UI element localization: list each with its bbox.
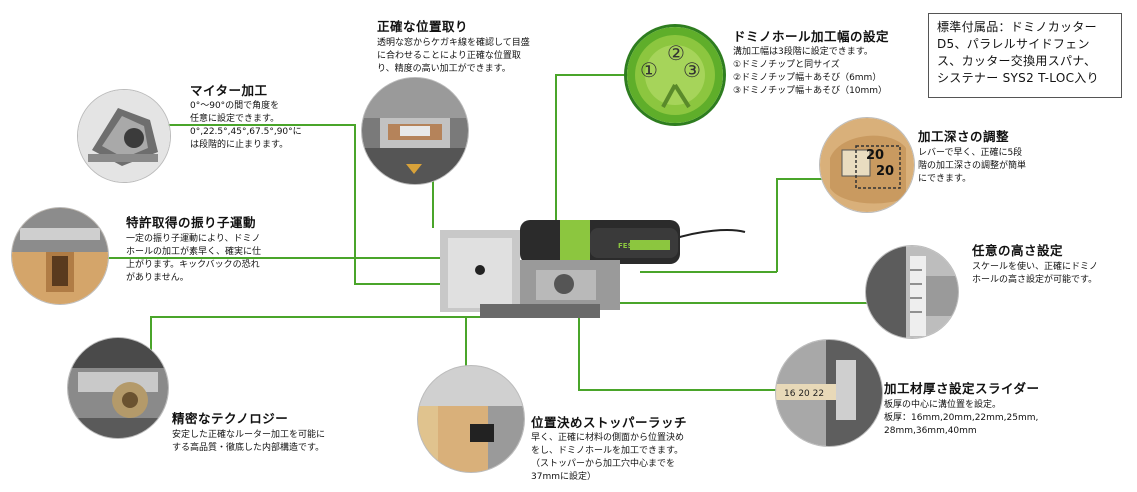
feature-title: マイター加工 xyxy=(190,83,268,98)
connector-line xyxy=(578,302,580,390)
feature-desc-line: 0°～90°の間で角度を xyxy=(190,101,280,111)
feature-miter: マイター加工 0°～90°の間で角度を 任意に設定できます。 0°,22.5°,… xyxy=(190,80,302,152)
feature-desc-line: 28mm,36mm,40mm xyxy=(884,426,977,436)
feature-height: 任意の高さ設定 スケールを使い、正確にドミノ ホールの高さ設定が可能です。 xyxy=(972,240,1098,287)
feature-desc-line: 安定した正確なルーター加工を可能に xyxy=(172,430,326,440)
connector-line xyxy=(354,283,454,285)
width-dial-photo xyxy=(627,27,723,123)
feature-title: 正確な位置取り xyxy=(377,19,469,34)
feature-position: 正確な位置取り 透明な窓からケガキ線を確認して目盛 に合わせることにより正確な位… xyxy=(377,16,530,76)
feature-desc-line: 溝加工幅は3段階に設定できます。 xyxy=(733,47,873,57)
position-window-photo xyxy=(362,78,468,184)
connector-line xyxy=(432,178,434,228)
feature-thickness: 加工材厚さ設定スライダー 板厚の中心に溝位置を設定。 板厚：16mm,20mm,… xyxy=(884,378,1040,438)
depth-mark: 20 xyxy=(866,148,885,163)
feature-desc-line: 任意に設定できます。 xyxy=(190,114,280,124)
feature-title: 加工深さの調整 xyxy=(918,129,1010,144)
feature-desc-line: は段階的に止まります。 xyxy=(190,140,289,150)
feature-desc-line: ホールの加工が素早く、確実に仕 xyxy=(126,247,262,257)
feature-desc-line: がありません。 xyxy=(126,273,189,283)
thickness-photo: 16 20 22 xyxy=(776,340,882,446)
precision-photo xyxy=(68,338,168,438)
feature-precision: 精密なテクノロジー 安定した正確なルーター加工を可能に する高品質・徹底した内部… xyxy=(172,408,325,455)
connector-line xyxy=(555,74,557,234)
dial-mark-2: ② xyxy=(667,41,685,65)
stopper-photo xyxy=(418,366,524,472)
accessories-line: システナー SYS2 T-LOC入り xyxy=(937,71,1099,85)
height-photo xyxy=(866,246,958,338)
domino-joiner-photo xyxy=(440,200,750,330)
feature-desc-line: 37mmに設定） xyxy=(531,472,596,482)
feature-desc-line: 早く、正確に材料の側面から位置決め xyxy=(531,433,685,443)
feature-desc-line: ②ドミノチップ幅＋あそび（6mm） xyxy=(733,73,882,83)
feature-desc-line: 0°,22.5°,45°,67.5°,90°に xyxy=(190,127,302,137)
product-brand: FESTOOL xyxy=(618,242,654,250)
feature-title: 精密なテクノロジー xyxy=(172,411,289,426)
feature-desc-line: に合わせることにより正確な位置取 xyxy=(377,51,521,61)
connector-line xyxy=(578,389,806,391)
dial-mark-1: ① xyxy=(640,58,658,82)
connector-line xyxy=(578,302,870,304)
feature-title: 位置決めストッパーラッチ xyxy=(531,415,688,430)
feature-title: 特許取得の振り子運動 xyxy=(126,215,257,230)
depth-photo xyxy=(820,118,914,212)
depth-mark: 20 xyxy=(876,164,895,179)
feature-width: ドミノホール加工幅の設定 溝加工幅は3段階に設定できます。 ①ドミノチップと同サ… xyxy=(733,26,889,98)
connector-line xyxy=(555,74,635,76)
feature-desc-line: （ストッパーから加工穴中心までを xyxy=(531,459,676,469)
feature-pendulum: 特許取得の振り子運動 一定の振り子運動により、ドミノ ホールの加工が素早く、確実… xyxy=(126,212,261,285)
feature-desc-line: 板厚：16mm,20mm,22mm,25mm, xyxy=(884,413,1039,423)
feature-desc-line: 一定の振り子運動により、ドミノ xyxy=(126,234,261,244)
feature-desc-line: ③ドミノチップ幅＋あそび（10mm） xyxy=(733,86,888,96)
miter-photo xyxy=(78,90,170,182)
feature-desc-line: り、精度の高い加工ができます。 xyxy=(377,64,511,74)
svg-text:16 20 22: 16 20 22 xyxy=(784,389,824,399)
connector-line xyxy=(640,271,777,273)
feature-stopper: 位置決めストッパーラッチ 早く、正確に材料の側面から位置決め をし、ドミノホール… xyxy=(531,412,687,484)
accessories-box: 標準付属品：ドミノカッター D5、パラレルサイドフェン ス、カッター交換用スパナ… xyxy=(928,13,1122,98)
connector-line xyxy=(776,178,778,272)
connector-line xyxy=(160,124,355,126)
connector-line xyxy=(150,316,152,372)
connector-line xyxy=(90,257,450,259)
connector-line xyxy=(465,318,467,366)
feature-desc-line: ①ドミノチップと同サイズ xyxy=(733,60,840,70)
feature-desc-line: 上がります。キックバックの恐れ xyxy=(126,260,260,270)
feature-title: 任意の高さ設定 xyxy=(972,243,1064,258)
feature-desc-line: 透明な窓からケガキ線を確認して目盛 xyxy=(377,38,530,48)
feature-title: ドミノホール加工幅の設定 xyxy=(733,29,890,44)
accessories-line: 標準付属品：ドミノカッター xyxy=(937,20,1097,34)
feature-desc-line: ホールの高さ設定が可能です。 xyxy=(972,275,1098,285)
connector-line xyxy=(354,124,356,284)
feature-desc-line: にできます。 xyxy=(918,174,972,184)
accessories-line: ス、カッター交換用スパナ、 xyxy=(937,54,1097,68)
feature-desc-line: する高品質・徹底した内部構造です。 xyxy=(172,443,325,453)
connector-line xyxy=(777,178,827,180)
accessories-line: D5、パラレルサイドフェン xyxy=(937,37,1090,51)
pendulum-photo xyxy=(12,208,108,304)
connector-line xyxy=(150,316,500,318)
feature-desc-line: スケールを使い、正確にドミノ xyxy=(972,262,1099,272)
feature-desc-line: レバーで早く、正確に5段 xyxy=(918,148,1023,158)
feature-desc-line: 板厚の中心に溝位置を設定。 xyxy=(884,400,1002,410)
feature-desc-line: 階の加工深さの調整が簡単 xyxy=(918,161,1027,171)
feature-desc-line: をし、ドミノホールを加工できます。 xyxy=(531,446,684,456)
dial-mark-3: ③ xyxy=(683,58,701,82)
feature-depth: 加工深さの調整 レバーで早く、正確に5段 階の加工深さの調整が簡単 にできます。 xyxy=(918,126,1026,186)
feature-title: 加工材厚さ設定スライダー xyxy=(884,381,1040,396)
